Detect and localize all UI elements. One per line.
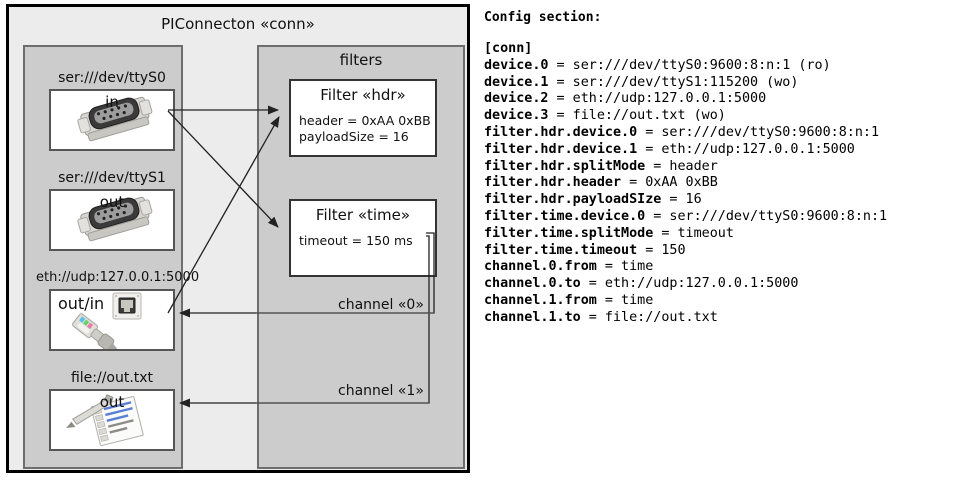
filter-time-props: timeout = 150 ms xyxy=(299,233,413,249)
device-ttys0[interactable]: ser:///dev/ttyS0 in xyxy=(36,69,188,151)
devices-group: ser:///dev/ttyS0 in xyxy=(23,45,199,469)
config-line: filter.time.timeout = 150 xyxy=(484,242,686,258)
filter-time-title: Filter «time» xyxy=(315,206,411,224)
filter-time[interactable]: Filter «time» timeout = 150 ms xyxy=(289,199,437,277)
text-document-icon xyxy=(66,394,144,447)
config-lines: [conn]device.0 = ser:///dev/ttyS0:9600:8… xyxy=(484,41,960,327)
filter-hdr-title: Filter «hdr» xyxy=(320,86,406,104)
config-line: [conn] xyxy=(484,41,533,56)
filter-hdr[interactable]: Filter «hdr» header = 0xAA 0xBB payloadS… xyxy=(289,79,437,157)
config-line: filter.hdr.header = 0xAA 0xBB xyxy=(484,175,718,191)
device-eth[interactable]: eth://udp:127.0.0.1:5000 out/in xyxy=(36,269,200,351)
serial-port-icon xyxy=(77,96,153,142)
config-line: device.0 = ser:///dev/ttyS0:9600:8:n:1 (… xyxy=(484,57,831,73)
device-ttys1[interactable]: ser:///dev/ttyS1 out xyxy=(36,169,188,251)
config-line: channel.0.to = eth://udp:127.0.0.1:5000 xyxy=(484,276,799,292)
ethernet-plug-icon xyxy=(72,292,142,349)
device-file-caption: file://out.txt xyxy=(70,370,154,386)
config-line: channel.1.from = time xyxy=(484,292,654,308)
config-line: device.1 = ser:///dev/ttyS1:115200 (wo) xyxy=(484,74,799,90)
device-ttys1-direction: out xyxy=(99,193,125,211)
device-eth-card[interactable]: out/in xyxy=(49,289,175,351)
component-title: PIConnecton «conn» xyxy=(161,15,315,33)
config-line: filter.time.device.0 = ser:///dev/ttyS0:… xyxy=(484,208,888,224)
config-line: filter.hdr.device.0 = ser:///dev/ttyS0:9… xyxy=(484,124,880,140)
config-section: Config section: [conn]device.0 = ser:///… xyxy=(484,6,960,327)
config-line: device.2 = eth://udp:127.0.0.1:5000 xyxy=(484,91,767,107)
config-line: filter.hdr.splitMode = header xyxy=(484,158,718,174)
serial-port-icon xyxy=(77,196,153,242)
channel-0-label: channel «0» xyxy=(338,297,424,313)
device-eth-direction: out/in xyxy=(58,294,105,313)
config-line: filter.hdr.device.1 = eth://udp:127.0.0.… xyxy=(484,141,855,157)
config-heading: Config section: xyxy=(484,10,602,25)
device-file[interactable]: file://out.txt out xyxy=(36,369,188,451)
filter-hdr-props: header = 0xAA 0xBB payloadSize = 16 xyxy=(299,113,431,145)
device-eth-caption: eth://udp:127.0.0.1:5000 xyxy=(36,270,200,285)
config-line: device.3 = file://out.txt (wo) xyxy=(484,108,726,124)
filter-time-prop-timeout: timeout = 150 ms xyxy=(299,233,413,248)
device-file-card[interactable]: out xyxy=(49,389,175,451)
config-line: channel.1.to = file://out.txt xyxy=(484,309,718,325)
device-ttys1-caption: ser:///dev/ttyS1 xyxy=(58,170,166,186)
config-line: channel.0.from = time xyxy=(484,259,654,275)
config-line: filter.time.splitMode = timeout xyxy=(484,225,734,241)
filters-group-title: filters xyxy=(339,51,383,69)
filter-hdr-prop-payloadsize: payloadSize = 16 xyxy=(299,129,409,144)
piconnector-component: PIConnecton «conn» ser:///dev/ttyS0 in xyxy=(6,4,470,473)
device-ttys0-caption: ser:///dev/ttyS0 xyxy=(58,70,166,86)
device-ttys1-card[interactable]: out xyxy=(49,189,175,251)
device-file-direction: out xyxy=(99,393,125,411)
filter-hdr-prop-header: header = 0xAA 0xBB xyxy=(299,113,431,128)
config-line: filter.hdr.payloadSIze = 16 xyxy=(484,192,702,208)
device-ttys0-direction: in xyxy=(105,93,119,111)
channel-1-label: channel «1» xyxy=(338,383,424,399)
filters-group: filters Filter «hdr» header = 0xAA 0xBB … xyxy=(257,45,465,469)
device-ttys0-card[interactable]: in xyxy=(49,89,175,151)
